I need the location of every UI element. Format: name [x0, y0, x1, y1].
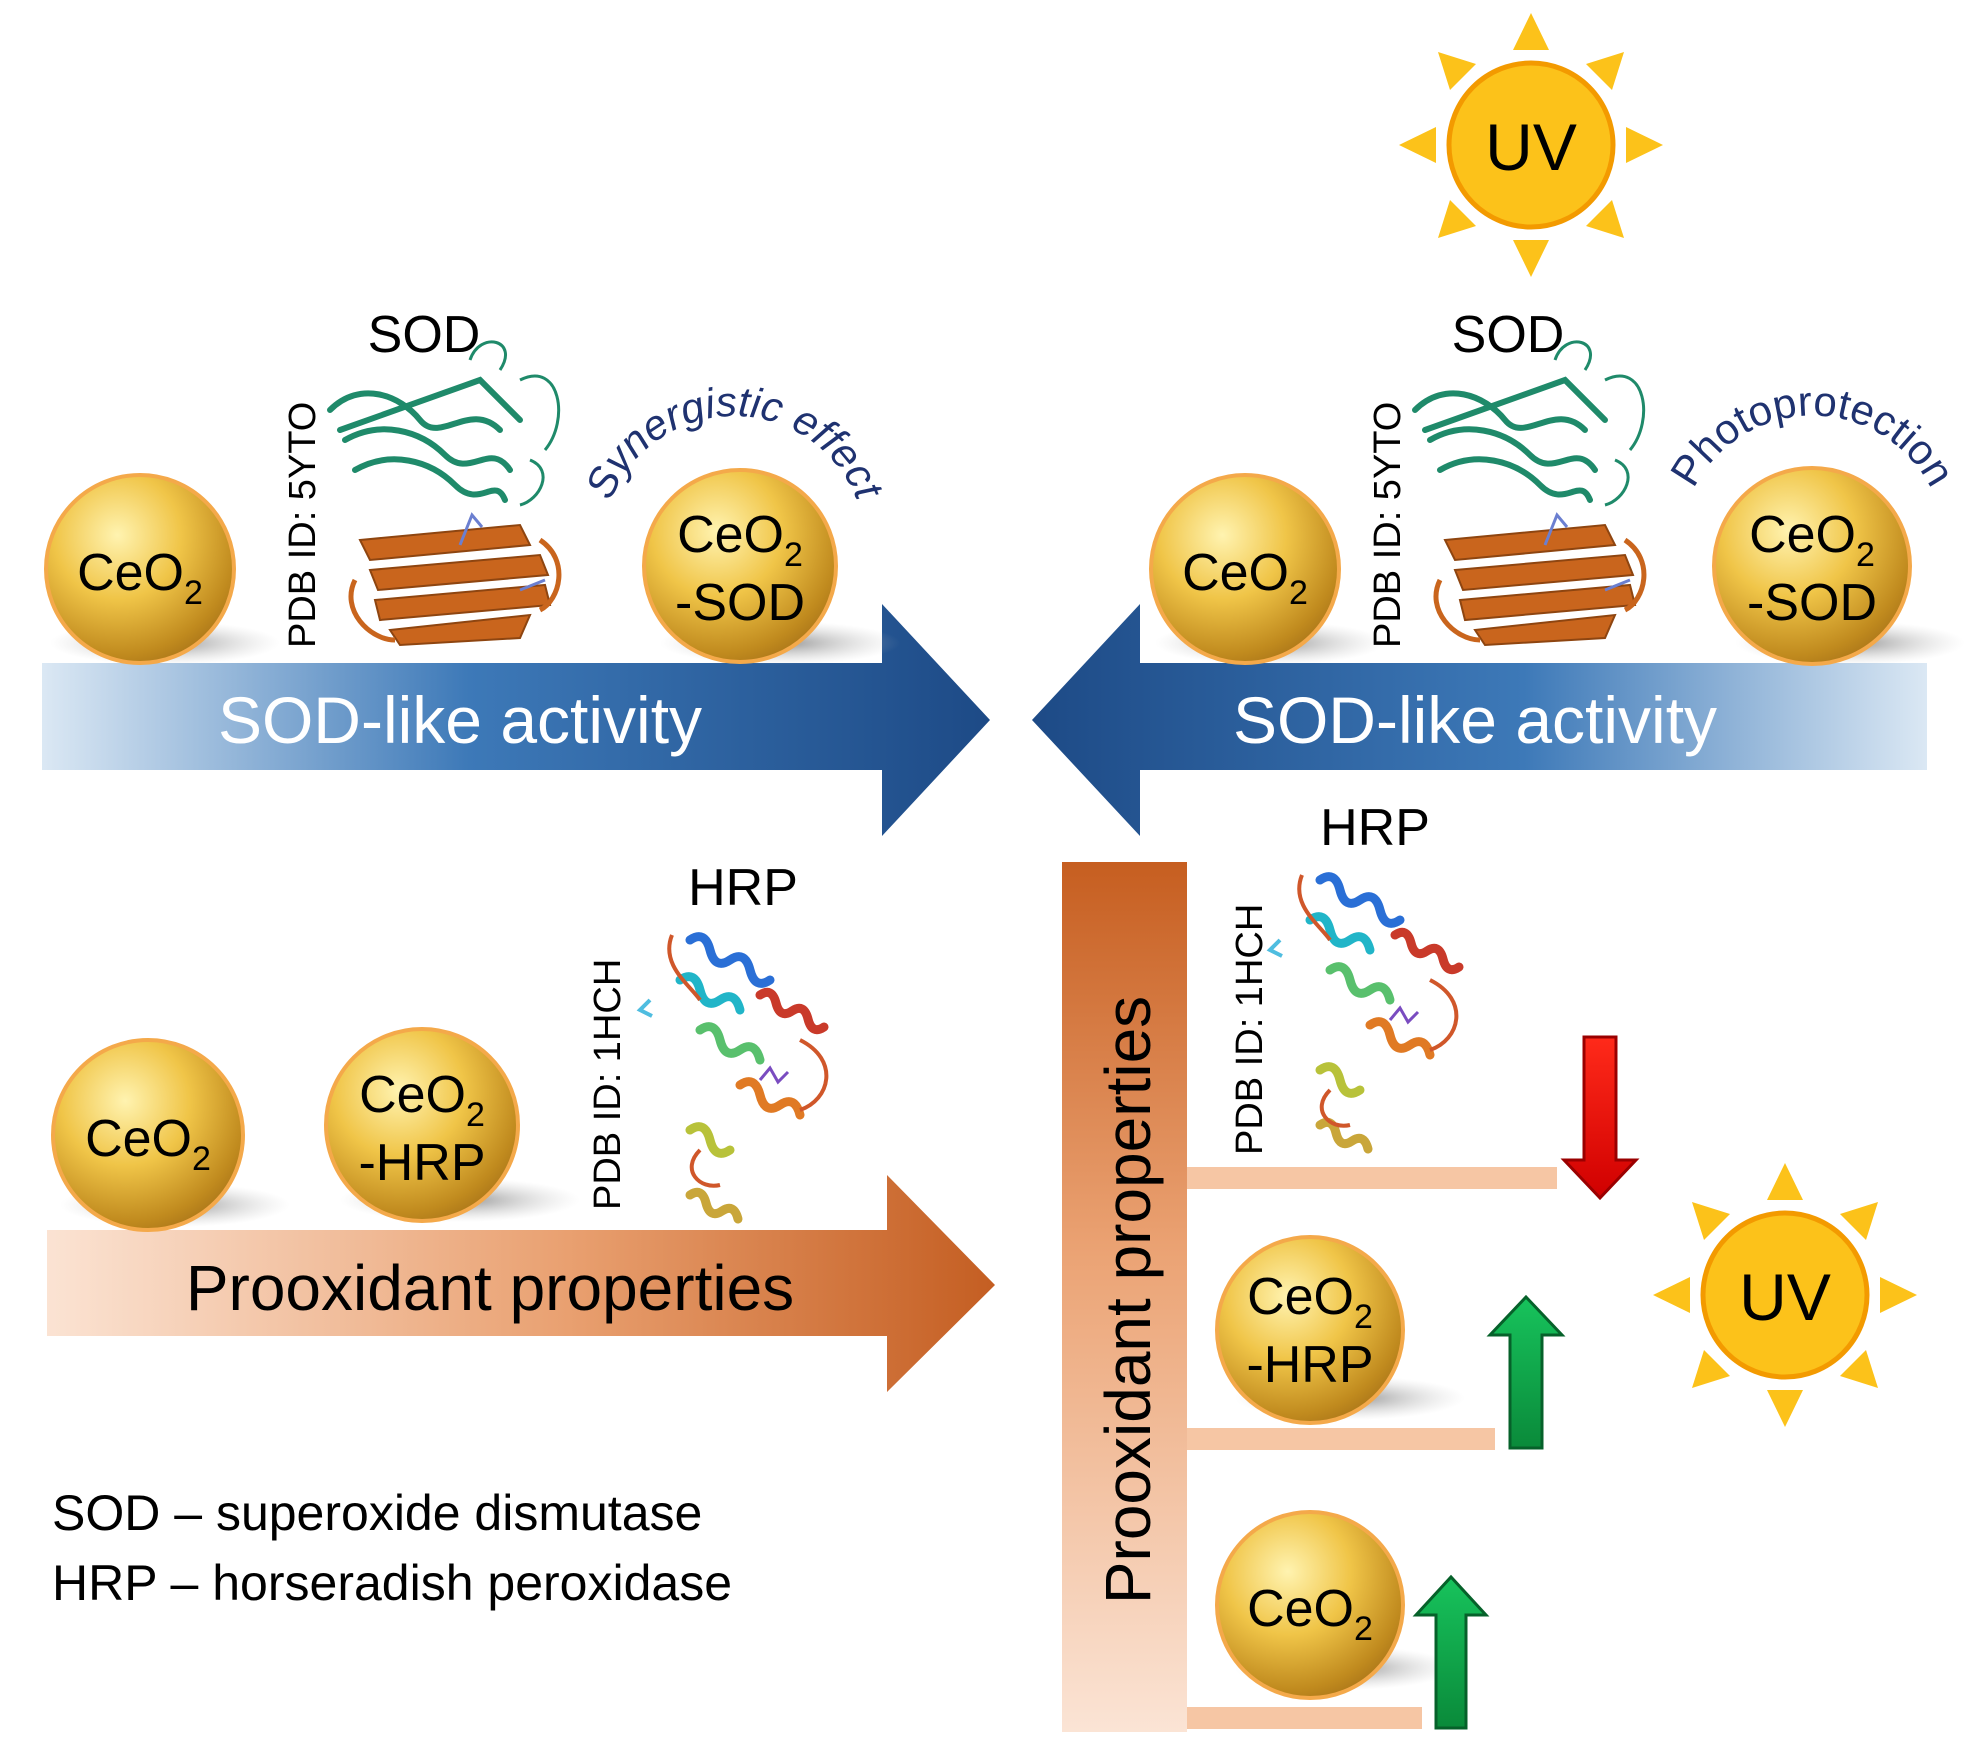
sod-activity-label: SOD-like activity	[218, 683, 702, 757]
subscript: 2	[192, 1140, 211, 1178]
subscript: 2	[1856, 536, 1875, 574]
particle-label: CeO	[1182, 544, 1289, 602]
particle-label: CeO	[85, 1110, 192, 1168]
decrease-arrow-icon	[1560, 1035, 1640, 1201]
hrp-protein-structure-icon: HRP	[1266, 799, 1464, 1154]
ceo2-hrp-particle: CeO2 -HRP	[1215, 1235, 1465, 1425]
sod-activity-arrow-right: SOD-like activity	[1032, 604, 1927, 836]
sod-activity-arrow-left: SOD-like activity	[42, 604, 990, 836]
particle-label: CeO	[677, 506, 784, 564]
sod-title: SOD	[1452, 306, 1565, 364]
particle-suffix: -HRP	[358, 1134, 485, 1192]
ceo2-particle: CeO2	[1149, 473, 1385, 665]
pdb-id-sod-label: PDB ID: 5YTO	[1367, 402, 1409, 648]
ceo2-sod-particle: CeO2 -SOD	[1712, 466, 1965, 666]
subscript: 2	[1289, 574, 1308, 612]
svg-text:CeO2: CeO2	[1182, 544, 1308, 612]
hrp-title: HRP	[1320, 799, 1430, 857]
pdb-id-sod-label: PDB ID: 5YTO	[282, 402, 324, 648]
particle-suffix: -SOD	[1747, 574, 1877, 632]
increase-arrow-icon	[1486, 1294, 1566, 1450]
ceo2-particle: CeO2	[51, 1038, 290, 1232]
pdb-id-hrp-label: PDB ID: 1HCH	[587, 959, 629, 1210]
sod-protein-structure-icon: SOD	[327, 306, 562, 647]
subscript: 2	[1354, 1298, 1373, 1336]
svg-text:CeO2: CeO2	[77, 544, 203, 612]
uv-sun-icon-bottom: UV	[1653, 1163, 1917, 1427]
particle-label: CeO	[1247, 1268, 1354, 1326]
sod-protein-structure-icon: SOD	[1412, 306, 1647, 647]
prooxidant-arrow: Prooxidant properties	[47, 1175, 995, 1392]
particle-label: CeO	[1749, 506, 1856, 564]
svg-text:CeO2: CeO2	[359, 1066, 485, 1134]
uv-sun-icon-top: UV	[1399, 13, 1663, 277]
legend-sod: SOD – superoxide dismutase	[52, 1485, 702, 1541]
svg-text:CeO2: CeO2	[1247, 1268, 1373, 1336]
prooxidant-vertical-bar: Prooxidant properties	[1062, 862, 1187, 1732]
ceo2-particle: CeO2	[1215, 1510, 1455, 1700]
particle-label: CeO	[77, 544, 184, 602]
sod-title: SOD	[368, 306, 481, 364]
svg-text:CeO2: CeO2	[677, 506, 803, 574]
particle-label: CeO	[359, 1066, 466, 1124]
prooxidant-label: Prooxidant properties	[186, 1252, 794, 1324]
particle-suffix: -SOD	[675, 574, 805, 632]
sod-activity-label: SOD-like activity	[1233, 683, 1717, 757]
particle-suffix: -HRP	[1246, 1336, 1373, 1394]
svg-text:CeO2: CeO2	[1247, 1580, 1373, 1648]
branch-bar-ceo2	[1187, 1707, 1422, 1729]
svg-text:CeO2: CeO2	[85, 1110, 211, 1178]
uv-label: UV	[1739, 1260, 1831, 1334]
subscript: 2	[184, 574, 203, 612]
hrp-protein-structure-icon: HRP	[636, 859, 829, 1224]
ceo2-particle: CeO2	[44, 473, 280, 665]
hrp-title: HRP	[688, 859, 798, 917]
pdb-id-hrp-label: PDB ID: 1HCH	[1229, 904, 1271, 1155]
ceo2-sod-particle: CeO2 -SOD	[642, 468, 900, 665]
legend-hrp: HRP – horseradish peroxidase	[52, 1555, 732, 1611]
prooxidant-label: Prooxidant properties	[1092, 996, 1164, 1604]
subscript: 2	[1354, 1610, 1373, 1648]
subscript: 2	[784, 536, 803, 574]
ceo2-hrp-particle: CeO2 -HRP	[324, 1027, 580, 1223]
branch-bar-ceo2-hrp	[1187, 1428, 1495, 1450]
svg-text:CeO2: CeO2	[1749, 506, 1875, 574]
uv-label: UV	[1485, 110, 1577, 184]
particle-label: CeO	[1247, 1580, 1354, 1638]
increase-arrow-icon	[1412, 1574, 1490, 1730]
branch-bar-hrp	[1187, 1167, 1557, 1189]
subscript: 2	[466, 1096, 485, 1134]
